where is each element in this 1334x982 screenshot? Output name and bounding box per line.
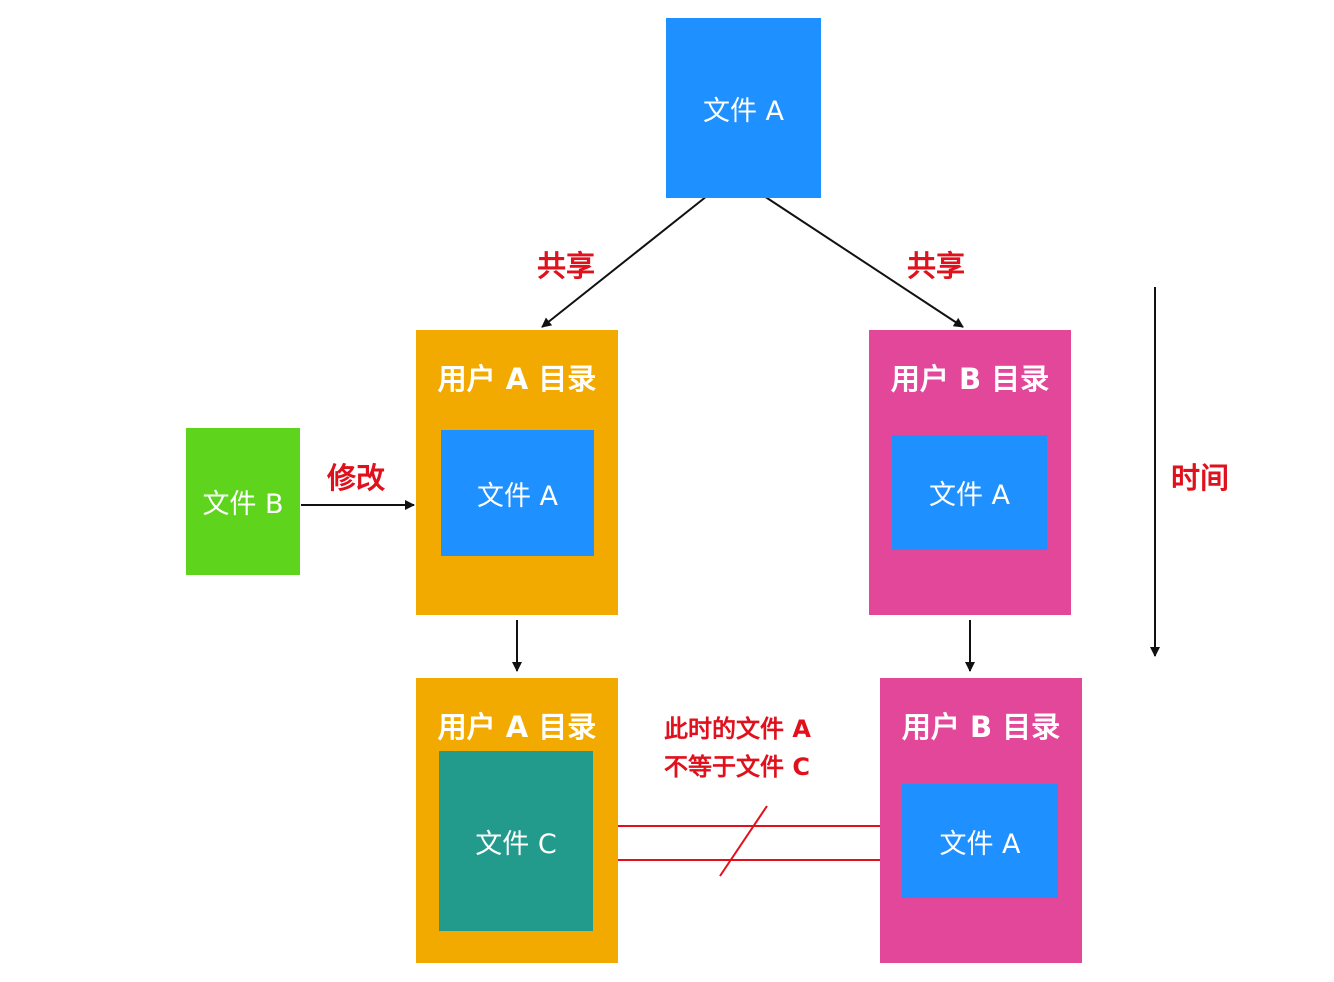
share-arrow-left bbox=[541, 195, 708, 328]
user-a-directory-after: 用户 A 目录 文件 C bbox=[416, 678, 618, 963]
user-b-file-a-after-label: 文件 A bbox=[939, 828, 1021, 860]
not-equal-slash bbox=[719, 805, 768, 877]
user-a-directory-after-title: 用户 A 目录 bbox=[437, 710, 597, 744]
user-b-directory-after: 用户 B 目录 文件 A bbox=[880, 678, 1082, 963]
user-b-directory-before-title: 用户 B 目录 bbox=[890, 362, 1050, 396]
user-a-file-a: 文件 A bbox=[441, 430, 594, 556]
user-b-file-a-label: 文件 A bbox=[928, 480, 1011, 511]
user-a-file-a-label: 文件 A bbox=[476, 480, 559, 512]
file-b: 文件 B bbox=[186, 428, 300, 575]
share-label-left: 共享 bbox=[537, 249, 596, 283]
user-b-directory-before: 用户 B 目录 文件 A bbox=[869, 330, 1071, 615]
time-label: 时间 bbox=[1171, 461, 1230, 495]
user-b-directory-after-title: 用户 B 目录 bbox=[901, 710, 1061, 744]
note-line-1: 此时的文件 A bbox=[664, 715, 811, 743]
top-file-a: 文件 A bbox=[666, 18, 821, 198]
user-b-file-a-after: 文件 A bbox=[902, 784, 1058, 898]
file-b-label: 文件 B bbox=[202, 489, 284, 520]
modify-label: 修改 bbox=[327, 461, 386, 495]
user-a-file-c: 文件 C bbox=[439, 751, 593, 931]
share-label-right: 共享 bbox=[907, 249, 966, 283]
user-b-file-a: 文件 A bbox=[892, 435, 1047, 550]
note-line-2: 不等于文件 C bbox=[664, 753, 810, 781]
user-a-directory-before-title: 用户 A 目录 bbox=[437, 362, 597, 396]
user-a-directory-before: 用户 A 目录 文件 A bbox=[416, 330, 618, 615]
share-arrow-right bbox=[763, 195, 964, 328]
user-a-file-c-label: 文件 C bbox=[475, 828, 557, 860]
top-file-a-label: 文件 A bbox=[702, 95, 785, 127]
